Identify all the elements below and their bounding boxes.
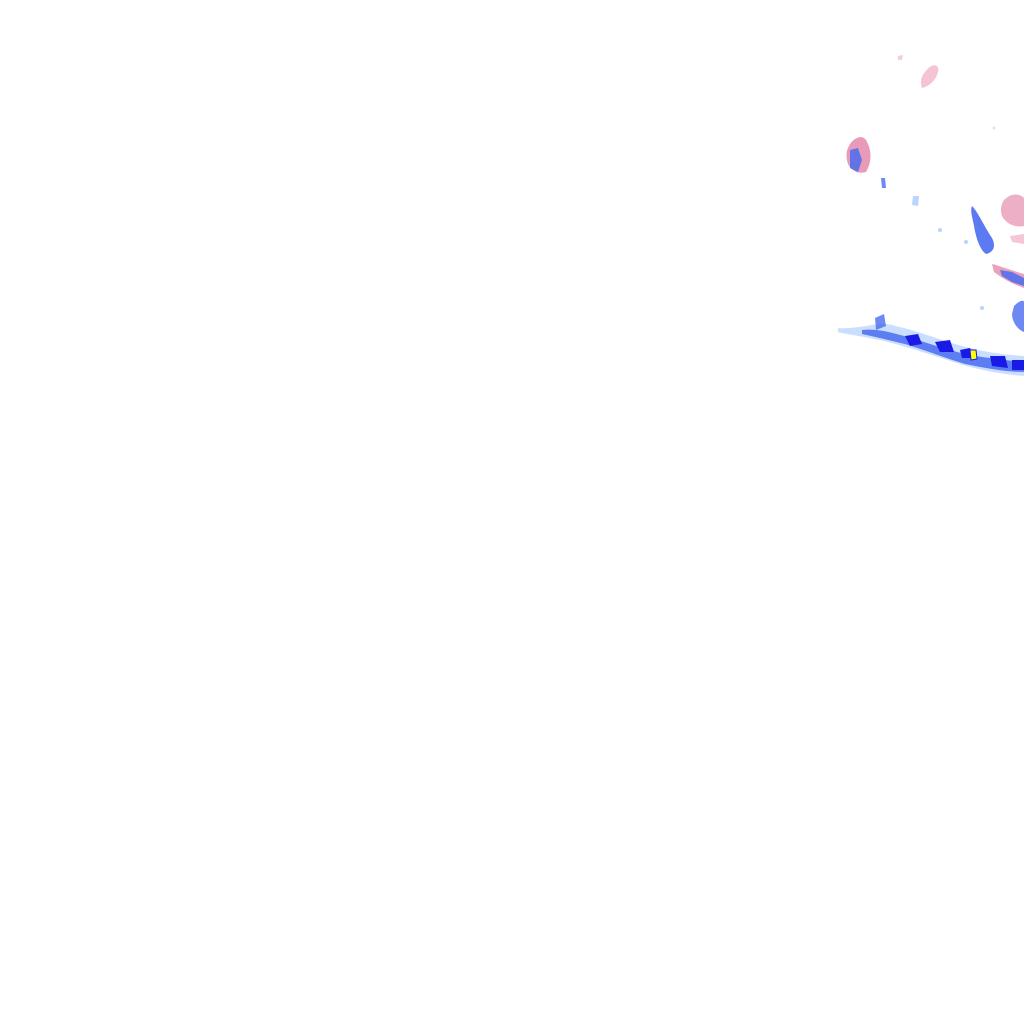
light-rain-echo xyxy=(964,240,968,244)
moderate-rain-echo xyxy=(1000,270,1024,286)
mixed-precipitation-echo xyxy=(1000,194,1024,227)
intense-core-echo xyxy=(969,349,978,361)
moderate-rain-echo xyxy=(1012,300,1024,332)
light-rain-echo xyxy=(992,126,996,130)
light-rain-echo xyxy=(938,228,942,232)
light-rain-echo xyxy=(980,306,984,310)
light-rain-echo xyxy=(912,196,919,206)
precipitation-band xyxy=(838,314,1024,376)
light-mixed-echo xyxy=(898,55,903,60)
heavy-rain-echo xyxy=(905,334,1024,370)
moderate-rain-echo xyxy=(881,178,886,188)
light-mixed-echo xyxy=(1010,234,1024,244)
precipitation-cells xyxy=(846,55,1024,332)
moderate-rain-echo xyxy=(971,206,994,254)
moderate-rain-echo xyxy=(850,148,862,172)
light-rain-echo xyxy=(875,314,886,330)
light-mixed-echo xyxy=(921,65,939,88)
